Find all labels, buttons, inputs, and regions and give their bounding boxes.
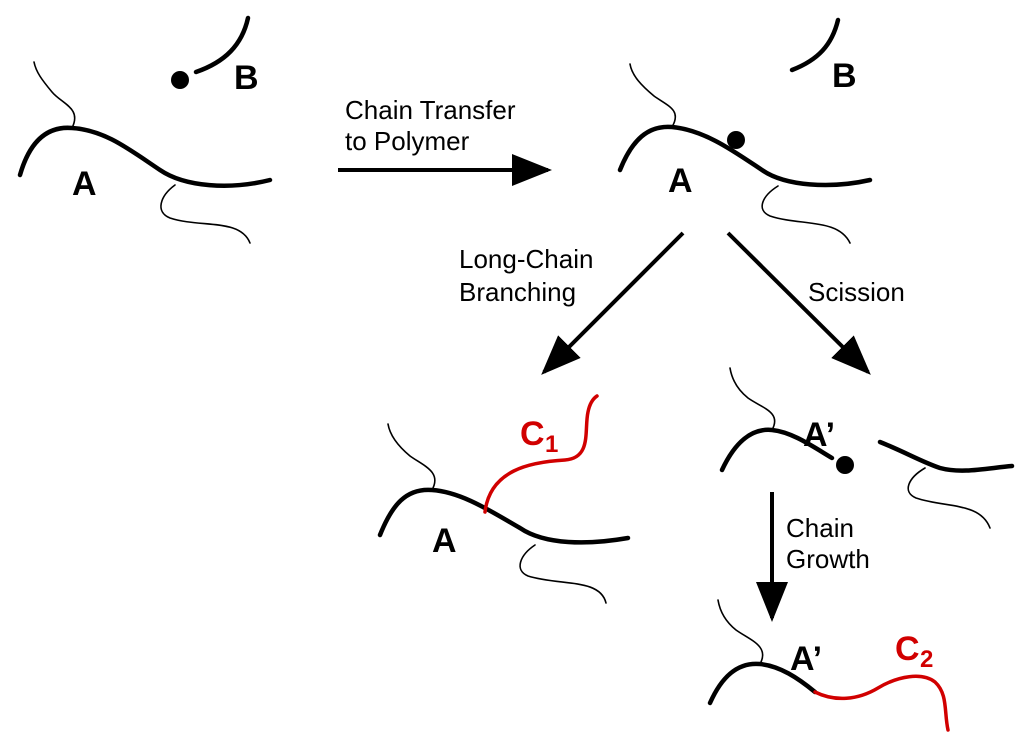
label-a-prime-scission: A’ <box>803 416 835 454</box>
fragment-a-prime-side-branch <box>717 599 764 665</box>
step-scission: Scission <box>726 231 905 375</box>
chain-transfer-label-line2: to Polymer <box>345 126 470 156</box>
panel-transfer: A B <box>617 17 873 244</box>
branching-label-line1: Long-Chain <box>459 244 593 274</box>
polymer-b-chain <box>193 15 251 75</box>
polymer-a-side-branch-lower <box>160 184 251 244</box>
polymer-a-side-branch-lower <box>519 544 607 604</box>
panel-chain-growth: A’ C 2 <box>707 599 950 732</box>
label-a-transfer: A <box>668 162 693 200</box>
polymer-b-chain <box>789 17 841 73</box>
branching-arrow <box>541 231 685 375</box>
label-c1: C <box>520 415 545 453</box>
radical-dot-b <box>171 71 189 89</box>
polymer-a-side-branch-upper <box>33 61 76 129</box>
radical-dot-a-prime <box>836 456 854 474</box>
polymer-a-side-branch-upper <box>629 63 677 128</box>
scission-label: Scission <box>808 277 905 307</box>
polymer-a-side-branch-lower <box>761 185 851 244</box>
fragment-right-side-branch <box>907 467 991 529</box>
polymer-a-backbone <box>17 125 273 188</box>
panel-initial: A B <box>17 15 273 244</box>
label-b-transfer: B <box>832 57 857 95</box>
label-a-start: A <box>72 165 97 203</box>
step-chain-transfer: Chain Transfer to Polymer <box>338 95 552 186</box>
label-a-branch: A <box>432 522 457 560</box>
panel-scission: A’ <box>719 367 1015 529</box>
polymer-a-backbone <box>377 487 631 545</box>
chain-transfer-label-line1: Chain Transfer <box>345 95 516 125</box>
label-c1-subscript: 1 <box>545 431 558 458</box>
label-c2: C <box>895 630 920 668</box>
polymer-a-side-branch-upper <box>387 423 436 491</box>
label-c2-subscript: 2 <box>920 646 933 673</box>
step-chain-growth: Chain Growth <box>756 492 870 622</box>
chain-growth-label-line1: Chain <box>786 513 854 543</box>
label-a-prime-growth: A’ <box>790 640 822 678</box>
step-long-chain-branching: Long-Chain Branching <box>459 231 685 375</box>
panel-long-chain-branch: A C 1 <box>377 394 631 604</box>
branching-label-line2: Branching <box>459 277 576 307</box>
growth-c2-chain <box>813 674 950 732</box>
fragment-right-chain <box>877 439 1015 473</box>
polymer-a-backbone <box>617 124 873 188</box>
chain-growth-label-line2: Growth <box>786 544 870 574</box>
radical-dot-a <box>727 131 745 149</box>
branch-c1-chain <box>483 394 599 514</box>
label-b-start: B <box>234 59 259 97</box>
fragment-a-prime-side-branch <box>729 367 776 431</box>
scission-arrow <box>726 231 871 375</box>
